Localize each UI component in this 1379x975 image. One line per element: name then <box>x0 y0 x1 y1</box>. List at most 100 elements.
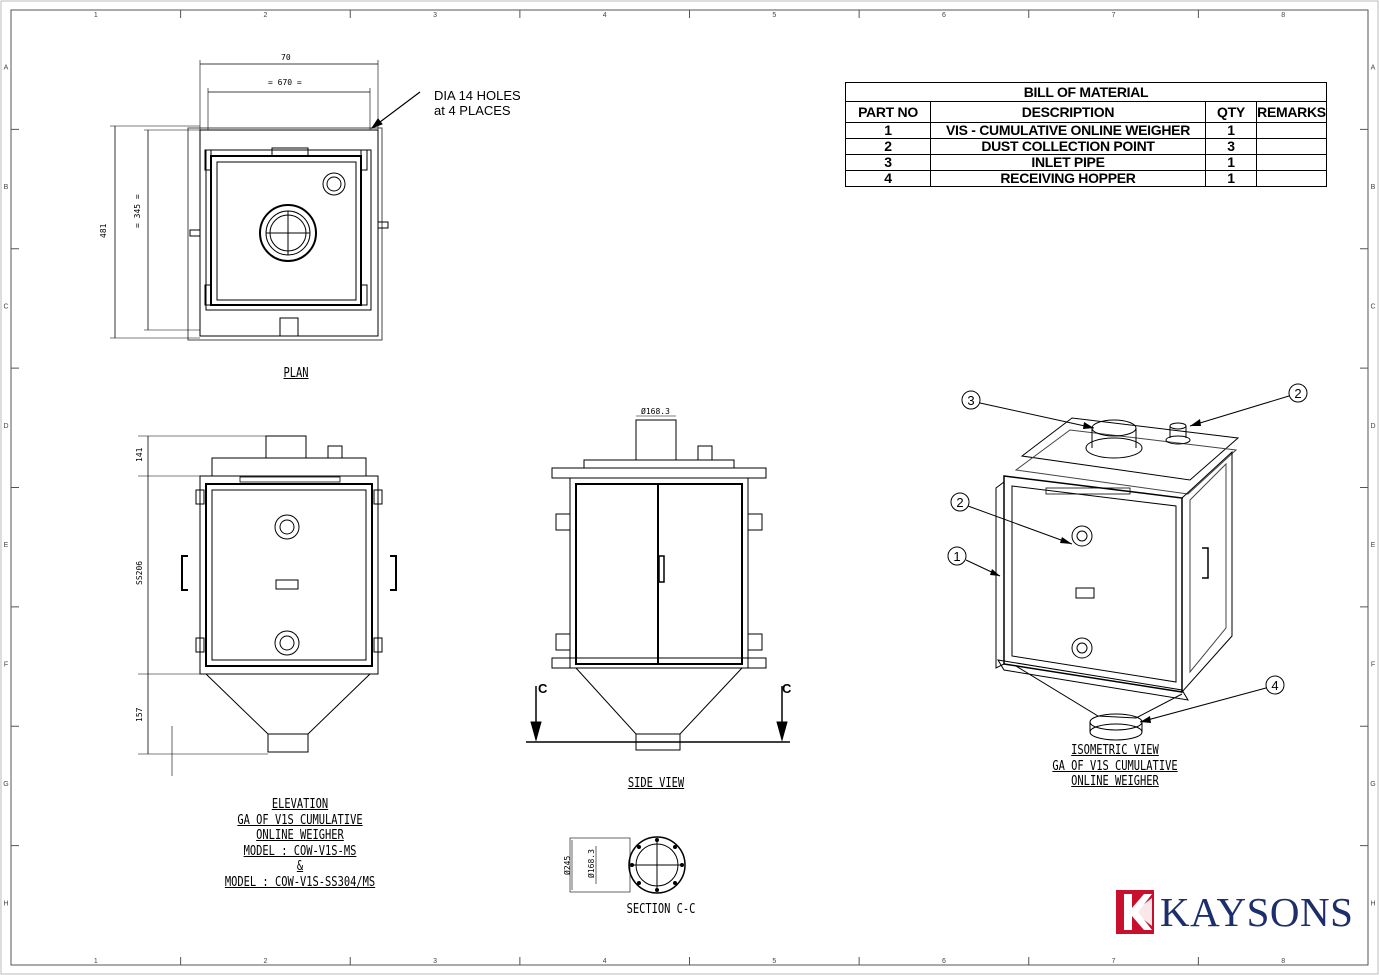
plan-label: PLAN <box>264 366 328 382</box>
svg-text:141: 141 <box>135 447 144 462</box>
section-dim-text: Ø245 Ø168.3 <box>562 849 596 878</box>
balloons <box>947 383 1308 723</box>
balloon-2-top <box>1288 383 1308 403</box>
grid-row-label: G <box>3 781 8 788</box>
elevation-line: GA OF V1S CUMULATIVE <box>237 812 363 828</box>
grid-column-label: 3 <box>433 958 437 965</box>
bom-remarks <box>1256 154 1327 171</box>
bom-qty: 3 <box>1205 138 1257 155</box>
kaysons-logo-mark <box>1116 890 1154 934</box>
elevation-view <box>138 435 397 776</box>
side-view-label: SIDE VIEW <box>616 776 696 792</box>
grid-row-label: A <box>4 65 9 72</box>
grid-row-label: C <box>3 303 8 310</box>
bom-qty: 1 <box>1205 122 1257 139</box>
side-view-title: SIDE VIEW <box>627 776 685 791</box>
kaysons-logo: KAYSONS <box>1116 890 1353 934</box>
hole-note: DIA 14 HOLES at 4 PLACES <box>434 88 521 118</box>
grid-column-label: 3 <box>433 12 437 19</box>
isometric-view <box>995 417 1240 741</box>
bom-row: 1 VIS - CUMULATIVE ONLINE WEIGHER 1 <box>845 122 1327 139</box>
bom-header-qty: QTY <box>1205 101 1257 123</box>
section-c-c-view <box>569 836 686 894</box>
grid-column-label: 8 <box>1281 958 1285 965</box>
grid-row-label: D <box>3 423 8 430</box>
grid-column-label: 7 <box>1112 12 1116 19</box>
balloon-1 <box>947 546 967 566</box>
grid-row-label: H <box>3 900 8 907</box>
svg-text:SS206: SS206 <box>135 561 144 585</box>
bill-of-material-table: BILL OF MATERIAL PART NO DESCRIPTION QTY… <box>845 82 1327 187</box>
balloon-1-number: 1 <box>953 549 960 564</box>
balloon-2-front-number: 2 <box>956 495 963 510</box>
grid-row-label: A <box>1371 65 1376 72</box>
section-mark-left: C <box>538 681 548 696</box>
bom-description: RECEIVING HOPPER <box>930 170 1206 187</box>
isometric-line: GA OF V1S CUMULATIVE <box>1052 758 1178 774</box>
bom-description: DUST COLLECTION POINT <box>930 138 1206 155</box>
grid-column-label: 2 <box>263 12 267 19</box>
bom-description: VIS - CUMULATIVE ONLINE WEIGHER <box>930 122 1206 139</box>
plan-title: PLAN <box>283 366 309 381</box>
elevation-line: ONLINE WEIGHER <box>256 828 344 843</box>
bom-header-remarks: REMARKS <box>1256 101 1327 123</box>
logo-text: KAYSONS <box>1160 889 1354 935</box>
bom-row: 4 RECEIVING HOPPER 1 <box>845 170 1327 187</box>
elevation-label: ELEVATION GA OF V1S CUMULATIVE ONLINE WE… <box>220 797 380 890</box>
bom-description: INLET PIPE <box>930 154 1206 171</box>
grid-column-label: 5 <box>772 958 776 965</box>
grid-row-label: H <box>1370 900 1375 907</box>
balloon-3-number: 3 <box>967 393 974 408</box>
balloon-4-number: 4 <box>1271 678 1278 693</box>
elevation-line: ELEVATION <box>271 797 329 812</box>
grid-column-label: 7 <box>1112 958 1116 965</box>
bom-qty: 1 <box>1205 170 1257 187</box>
bom-part-no: 3 <box>845 154 931 171</box>
grid-column-label: 6 <box>942 12 946 19</box>
hole-note-line1: DIA 14 HOLES <box>434 88 521 103</box>
grid-row-label: D <box>1370 423 1375 430</box>
bom-header-part-no: PART NO <box>845 101 931 123</box>
side-view <box>526 415 790 751</box>
grid-column-label: 4 <box>603 958 607 965</box>
bom-part-no: 2 <box>845 138 931 155</box>
bom-row: 3 INLET PIPE 1 <box>845 154 1327 171</box>
isometric-line: ISOMETRIC VIEW <box>1071 743 1159 758</box>
grid-column-label: 4 <box>603 12 607 19</box>
grid-row-label: C <box>1370 303 1375 310</box>
grid-row-label: E <box>4 542 9 549</box>
plan-dim-text: 70 = 670 = 481 = 345 = <box>99 53 302 238</box>
section-dim-inner: Ø168.3 <box>586 849 596 878</box>
svg-text:= 345 =: = 345 = <box>133 194 142 228</box>
elevation-dim-text: 141 SS206 157 <box>135 447 144 722</box>
section-mark-right: C <box>782 681 792 696</box>
elevation-line: MODEL : COW-V1S-MS <box>243 843 357 859</box>
balloon-arrowheads <box>990 419 1201 723</box>
bom-qty: 1 <box>1205 154 1257 171</box>
balloon-2-front <box>950 492 970 512</box>
hole-note-line2: at 4 PLACES <box>434 103 511 118</box>
grid-row-label: F <box>1371 662 1375 669</box>
grid-column-label: 1 <box>94 12 98 19</box>
bom-part-no: 4 <box>845 170 931 187</box>
svg-text:481: 481 <box>99 223 108 238</box>
grid-row-label: B <box>4 184 9 191</box>
balloon-4 <box>1265 675 1285 695</box>
svg-text:= 670 =: = 670 = <box>268 78 302 87</box>
side-dim-top: Ø168.3 <box>641 406 670 416</box>
bom-remarks <box>1256 170 1327 187</box>
svg-text:157: 157 <box>135 707 144 722</box>
grid-column-label: 6 <box>942 958 946 965</box>
grid-column-label: 5 <box>772 12 776 19</box>
section-title: SECTION C-C <box>626 902 696 917</box>
section-dim-outer: Ø245 <box>562 856 572 875</box>
balloon-3 <box>961 390 981 410</box>
section-label: SECTION C-C <box>609 902 713 918</box>
grid-row-label: B <box>1371 184 1376 191</box>
bom-row: 2 DUST COLLECTION POINT 3 <box>845 138 1327 155</box>
bom-remarks <box>1256 138 1327 155</box>
grid-column-label: 8 <box>1281 12 1285 19</box>
isometric-line: ONLINE WEIGHER <box>1071 774 1159 789</box>
